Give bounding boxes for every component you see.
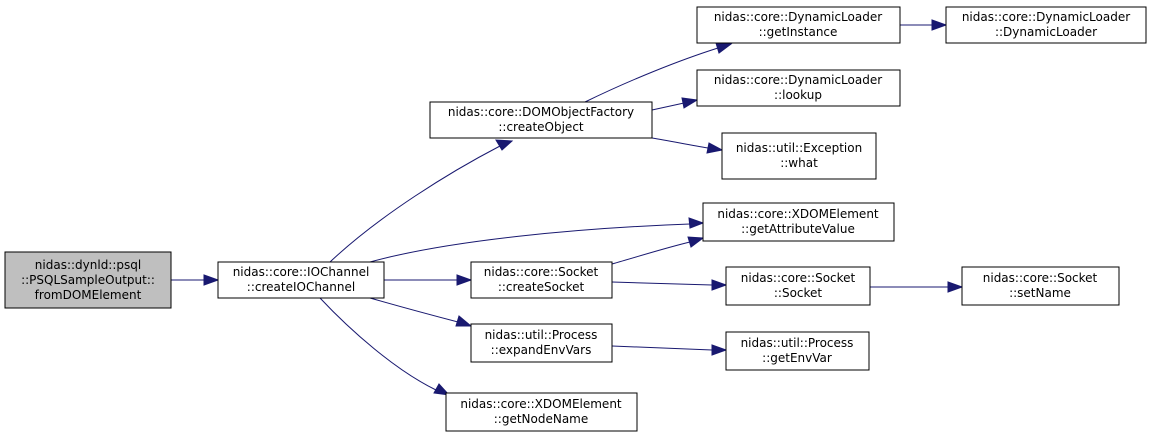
node-createIOChannel-line1: nidas::core::IOChannel xyxy=(233,265,370,279)
node-lookup-line1: nidas::core::DynamicLoader xyxy=(714,73,882,87)
edge-createIOChannel-to-createSocket xyxy=(384,274,473,286)
edge-socketCtor-to-setName xyxy=(870,281,964,293)
edge-createSocket-to-getAttributeValue xyxy=(611,236,705,265)
edge-createIOChannel-to-expandEnvVars xyxy=(369,297,473,327)
node-getEnvVar-line2: ::getEnvVar xyxy=(762,351,832,365)
node-createSocket[interactable]: nidas::core::Socket ::createSocket xyxy=(470,261,613,299)
node-expandEnvVars-line2: ::expandEnvVars xyxy=(491,343,592,357)
node-expandEnvVars[interactable]: nidas::util::Process ::expandEnvVars xyxy=(470,323,613,363)
node-lookup[interactable]: nidas::core::DynamicLoader ::lookup xyxy=(696,69,901,107)
node-getEnvVar[interactable]: nidas::util::Process ::getEnvVar xyxy=(725,331,870,371)
node-setName[interactable]: nidas::core::Socket ::setName xyxy=(961,266,1120,306)
node-socketCtor[interactable]: nidas::core::Socket ::Socket xyxy=(725,266,871,306)
node-getAttributeValue-line1: nidas::core::XDOMElement xyxy=(717,207,879,221)
node-createSocket-line2: ::createSocket xyxy=(498,280,585,294)
node-getNodeName[interactable]: nidas::core::XDOMElement ::getNodeName xyxy=(445,392,638,432)
node-exceptionWhat-line2: ::what xyxy=(780,156,818,170)
edge-createIOChannel-to-createObject xyxy=(329,139,514,263)
node-createObject[interactable]: nidas::core::DOMObjectFactory ::createOb… xyxy=(429,101,653,139)
node-getInstance-line2: ::getInstance xyxy=(759,25,838,39)
edge-createIOChannel-to-getNodeName xyxy=(319,297,451,396)
node-setName-line1: nidas::core::Socket xyxy=(983,271,1098,285)
node-createIOChannel-line2: ::createIOChannel xyxy=(247,280,355,294)
node-getNodeName-line1: nidas::core::XDOMElement xyxy=(460,397,622,411)
edge-createObject-to-lookup xyxy=(651,97,699,111)
node-getInstance[interactable]: nidas::core::DynamicLoader ::getInstance xyxy=(696,6,901,44)
edge-root-to-createIOChannel xyxy=(171,274,220,286)
node-expandEnvVars-line1: nidas::util::Process xyxy=(485,328,598,342)
node-setName-line2: ::setName xyxy=(1009,286,1071,300)
node-getEnvVar-line1: nidas::util::Process xyxy=(741,336,854,350)
edge-getInstance-to-dynamicLoaderCtor xyxy=(900,19,948,31)
node-createObject-line1: nidas::core::DOMObjectFactory xyxy=(448,105,634,119)
edge-createObject-to-getInstance xyxy=(584,42,733,103)
node-getInstance-line1: nidas::core::DynamicLoader xyxy=(714,10,882,24)
node-socketCtor-line2: ::Socket xyxy=(774,286,823,300)
node-dynamicLoaderCtor-line2: ::DynamicLoader xyxy=(995,25,1097,39)
edge-createSocket-to-socketCtor xyxy=(611,279,728,291)
node-createSocket-line1: nidas::core::Socket xyxy=(484,265,599,279)
node-exceptionWhat[interactable]: nidas::util::Exception ::what xyxy=(721,132,877,180)
node-lookup-line2: ::lookup xyxy=(774,88,822,102)
edge-expandEnvVars-to-getEnvVar xyxy=(611,344,728,356)
node-exceptionWhat-line1: nidas::util::Exception xyxy=(736,141,862,155)
node-dynamicLoaderCtor[interactable]: nidas::core::DynamicLoader ::DynamicLoad… xyxy=(945,6,1147,44)
node-root-line3: fromDOMElement xyxy=(35,288,142,302)
node-root-line2: ::PSQLSampleOutput:: xyxy=(21,273,155,287)
node-socketCtor-line1: nidas::core::Socket xyxy=(741,271,856,285)
node-getAttributeValue[interactable]: nidas::core::XDOMElement ::getAttributeV… xyxy=(702,202,895,242)
node-createIOChannel[interactable]: nidas::core::IOChannel ::createIOChannel xyxy=(217,261,385,299)
node-getAttributeValue-line2: ::getAttributeValue xyxy=(741,222,855,236)
node-root-line1: nidas::dynld::psql xyxy=(35,258,141,272)
node-dynamicLoaderCtor-line1: nidas::core::DynamicLoader xyxy=(962,10,1130,24)
node-root-fromDOMElement[interactable]: nidas::dynld::psql ::PSQLSampleOutput:: … xyxy=(4,251,172,309)
node-createObject-line2: ::createObject xyxy=(498,120,584,134)
edge-createIOChannel-to-getAttributeValue xyxy=(369,217,705,263)
edge-createObject-to-exceptionWhat xyxy=(651,137,724,154)
node-getNodeName-line2: ::getNodeName xyxy=(494,412,589,426)
